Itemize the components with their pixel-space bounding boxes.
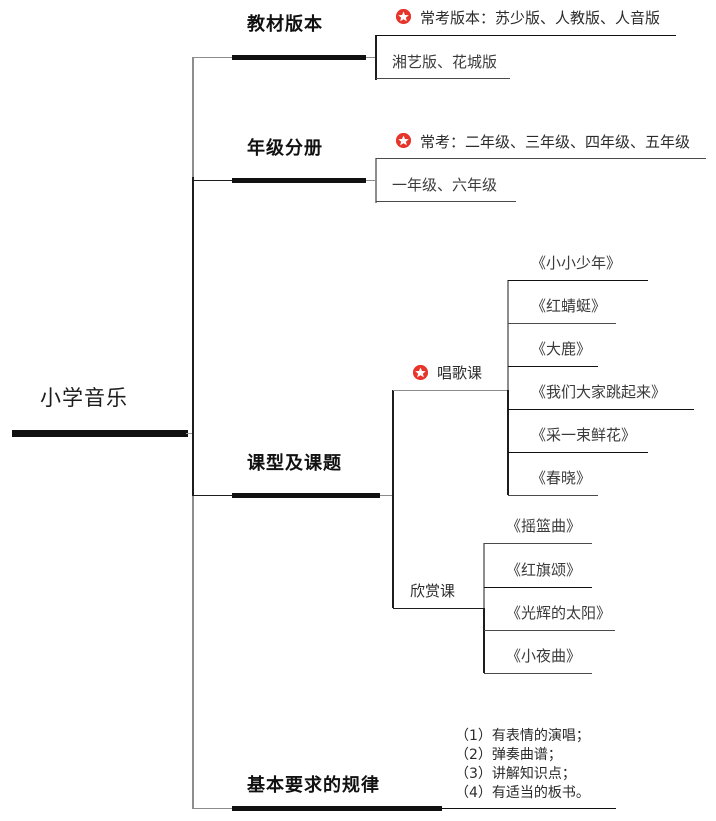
- branch-4-label[interactable]: 基本要求的规律: [247, 775, 380, 796]
- star-icon: [396, 133, 411, 148]
- spine-main-upper: [192, 57, 194, 177]
- branch-3-label[interactable]: 课型及课题: [247, 453, 342, 474]
- branch-1-item-1-label[interactable]: 常考版本：苏少版、人教版、人音版: [420, 9, 661, 27]
- song-label[interactable]: 《大鹿》: [531, 340, 592, 358]
- song-label[interactable]: 《光辉的太阳》: [506, 604, 612, 622]
- root-node-underline: [12, 430, 188, 437]
- root-connector: [186, 433, 194, 434]
- branch-2-item-1-underline: [376, 158, 706, 159]
- branch-1-underline: [232, 55, 366, 60]
- song-label[interactable]: 《我们大家跳起来》: [531, 383, 667, 401]
- branch-3-connector: [192, 495, 232, 496]
- song-label[interactable]: 《红旗颂》: [506, 561, 582, 579]
- branch-3-subspine: [392, 390, 394, 608]
- branch-4-item-1-underline: [442, 808, 616, 809]
- branch-1-label[interactable]: 教材版本: [247, 14, 323, 35]
- song-underline: [508, 323, 616, 324]
- star-icon: [396, 9, 411, 24]
- branch-2-connector: [192, 180, 232, 181]
- branch-1-to-subspine: [366, 57, 376, 58]
- song-label[interactable]: 《小小少年》: [531, 254, 622, 272]
- songs-spine-1-lower: [507, 390, 509, 495]
- branch-4-item-1-label[interactable]: （1）有表情的演唱； （2）弹奏曲谱； （3）讲解知识点； （4）有适当的板书。: [455, 728, 590, 801]
- songs-spine-2-upper: [483, 543, 485, 608]
- song-underline: [484, 543, 592, 544]
- branch-3-item-1-label[interactable]: 唱歌课: [437, 364, 483, 382]
- song-label[interactable]: 《采一束鲜花》: [531, 426, 637, 444]
- spine-main-lower: [192, 495, 194, 808]
- branch-4-underline: [232, 806, 442, 811]
- song-underline: [484, 673, 592, 674]
- song-underline: [508, 366, 598, 367]
- songs-spine-1-upper: [507, 280, 509, 390]
- branch-3-item-2-label[interactable]: 欣赏课: [410, 582, 456, 600]
- branch-3-item-2-underline: [393, 608, 483, 609]
- branch-1-item-1-underline: [376, 35, 676, 36]
- branch-2-underline: [232, 178, 366, 183]
- branch-1-connector: [192, 57, 232, 58]
- branch-2-label[interactable]: 年级分册: [247, 138, 323, 159]
- branch-4-connector: [192, 808, 232, 809]
- branch-3-item-1-underline: [393, 390, 507, 391]
- song-underline: [508, 280, 648, 281]
- branch-1-subspine: [375, 35, 377, 80]
- branch-1-item-2-underline: [376, 78, 510, 79]
- spine-main-mid: [192, 177, 194, 433]
- song-underline: [484, 587, 592, 588]
- song-underline: [508, 409, 694, 410]
- song-label[interactable]: 《小夜曲》: [506, 647, 582, 665]
- root-node-label[interactable]: 小学音乐: [40, 386, 128, 410]
- branch-1-item-2-label[interactable]: 湘艺版、花城版: [392, 53, 498, 71]
- branch-3-to-subspine: [380, 495, 392, 496]
- branch-3-underline: [232, 493, 380, 498]
- song-label[interactable]: 《春晓》: [531, 469, 592, 487]
- branch-2-item-2-underline: [376, 201, 516, 202]
- branch-2-item-2-label[interactable]: 一年级、六年级: [392, 176, 498, 194]
- branch-2-to-subspine: [366, 180, 376, 181]
- branch-2-item-1-label[interactable]: 常考：二年级、三年级、四年级、五年级: [420, 133, 691, 151]
- song-underline: [508, 452, 648, 453]
- branch-2-subspine: [375, 158, 377, 203]
- song-label[interactable]: 《摇篮曲》: [506, 517, 582, 535]
- songs-spine-2-lower: [483, 608, 485, 673]
- star-icon: [413, 365, 428, 380]
- song-underline: [508, 495, 598, 496]
- song-underline: [484, 630, 615, 631]
- spine-main-mid2: [192, 433, 194, 495]
- song-label[interactable]: 《红蜻蜓》: [531, 297, 607, 315]
